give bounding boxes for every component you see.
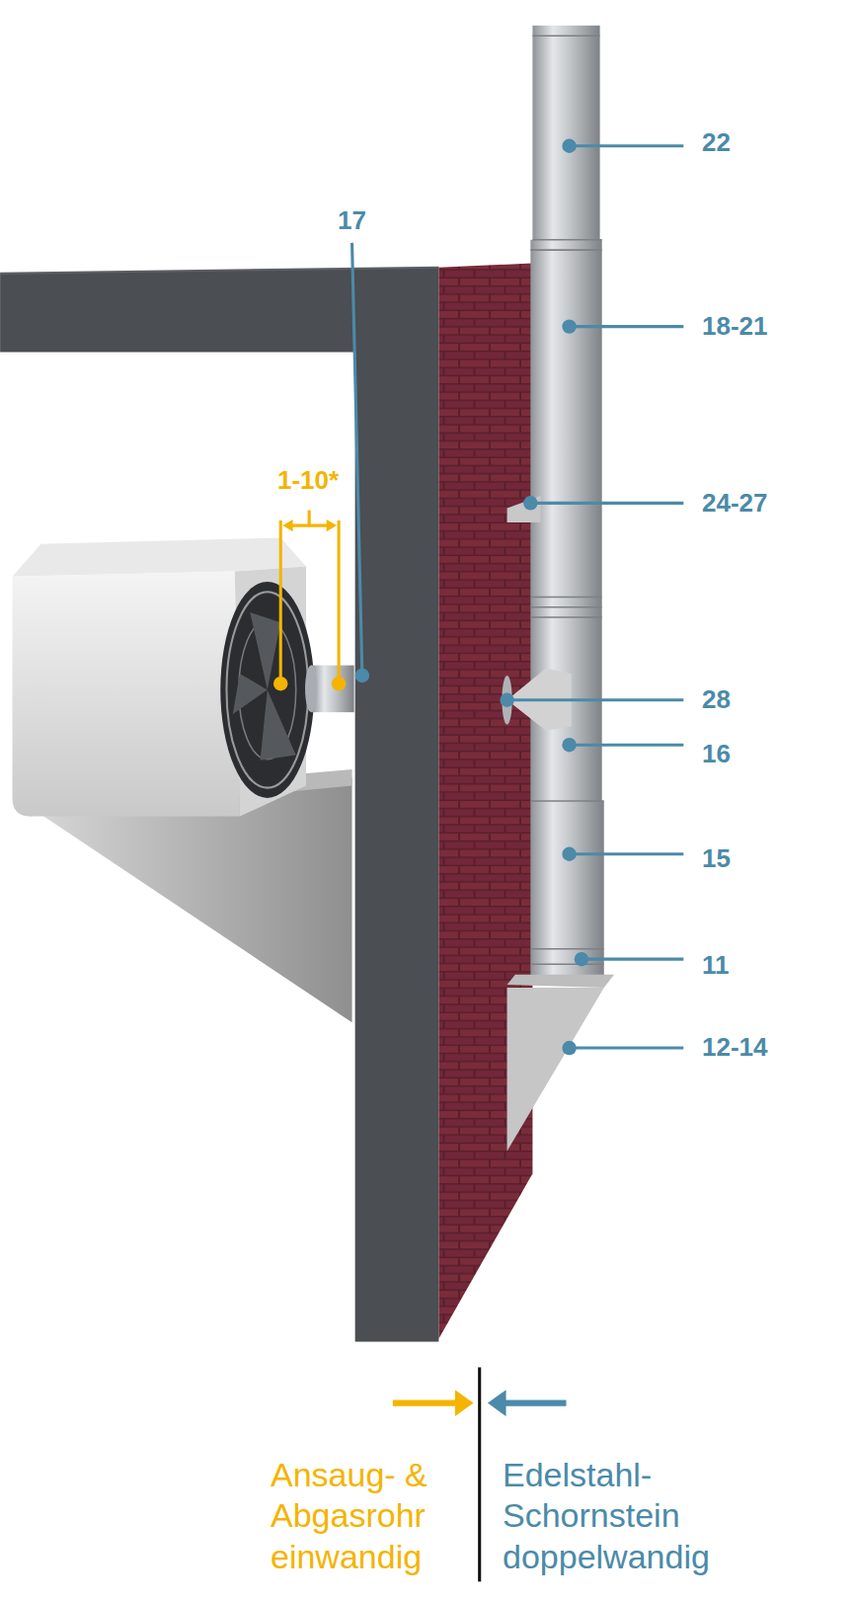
divider-line: [477, 1366, 481, 1581]
callout-number: 15: [701, 844, 731, 873]
callout-number: 16: [701, 739, 731, 769]
legend-arrow: [487, 1389, 567, 1416]
flue-pipe-end: [305, 665, 317, 713]
base-bracket: [507, 987, 605, 1151]
dimension-bracket: [273, 510, 346, 692]
chimney-section: [530, 800, 604, 985]
chimney-section: [530, 239, 602, 598]
callout-number: 18-21: [701, 311, 769, 341]
leader-lines: [352, 139, 685, 1056]
callout-number: 17: [337, 206, 367, 235]
base-plate: [507, 974, 615, 988]
wall-slab: [0, 267, 439, 1342]
heater-body: [12, 571, 240, 817]
legend-text: Ansaug- & Abgasrohr einwandig: [270, 1454, 480, 1577]
brick-wall: [438, 263, 533, 1339]
legend-text: Edelstahl- Schornstein doppelwandig: [502, 1454, 758, 1577]
callout-number: 12-14: [701, 1032, 769, 1062]
wall-bracket: [507, 495, 542, 523]
chimney-top: [532, 25, 600, 240]
callout-number: 28: [701, 685, 731, 714]
wall-edge: [0, 267, 439, 274]
fan-blades: [233, 612, 297, 761]
legend-arrow: [392, 1389, 474, 1416]
callout-number: 24-27: [701, 488, 769, 518]
fan-ring: [226, 591, 309, 787]
chimney-rings: [530, 35, 604, 964]
fan-guard: [220, 581, 314, 798]
callout-number: 22: [701, 128, 731, 157]
flue-pipe: [310, 665, 354, 713]
callout-number: 11: [701, 950, 730, 980]
callout-number: 1-10*: [277, 466, 339, 495]
